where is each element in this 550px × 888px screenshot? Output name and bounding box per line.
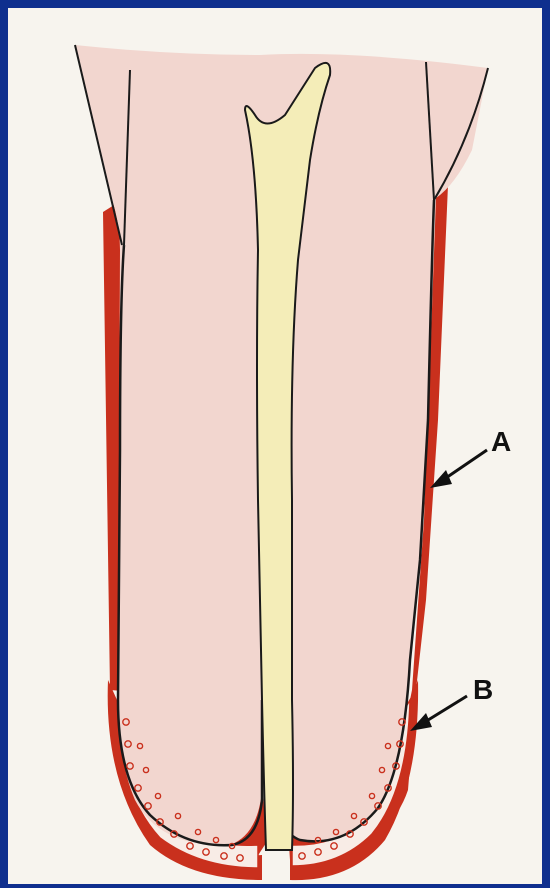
arrow-b	[410, 696, 467, 731]
label-b: B	[473, 676, 493, 704]
label-a: A	[491, 428, 511, 456]
arrow-a	[430, 450, 487, 488]
